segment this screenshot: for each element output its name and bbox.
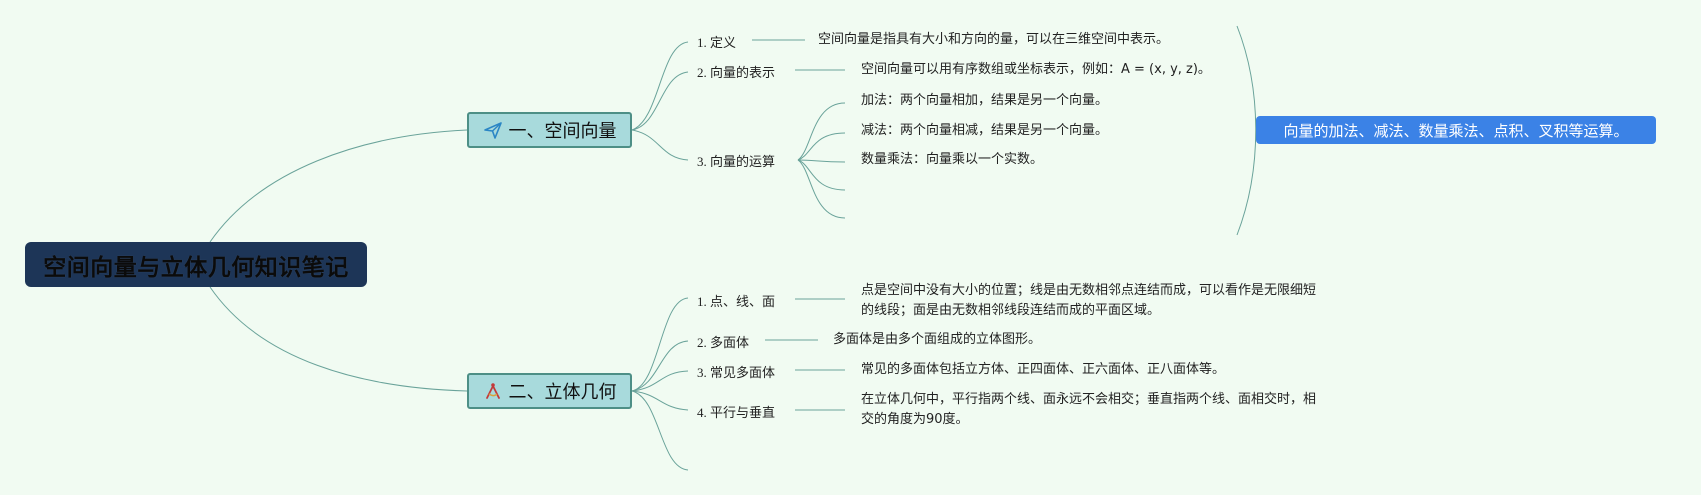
summary-text: 向量的加法、减法、数量乘法、点积、叉积等运算。: [1283, 121, 1629, 140]
link-t1-item2: [631, 71, 689, 131]
topic-space-vectors[interactable]: 一、空间向量: [467, 112, 632, 148]
summary-bracket: [1236, 25, 1257, 236]
link-t2-item3: [631, 370, 689, 392]
item-label[interactable]: 1. 点、线、面: [697, 294, 776, 309]
item-text-line: 在立体几何中，平行指两个线、面永远不会相交；垂直指两个线、面相交时，相: [861, 392, 1317, 407]
link-t2-item5: [631, 390, 689, 471]
item-text: 空间向量是指具有大小和方向的量，可以在三维空间中表示。: [818, 32, 1170, 47]
link-t2-item4: [631, 390, 689, 411]
item-text: 多面体是由多个面组成的立体图形。: [833, 332, 1042, 347]
link-t2-item1: [631, 297, 689, 392]
item-label[interactable]: 3. 常见多面体: [697, 365, 776, 380]
link-t1-sub3: [797, 159, 846, 163]
root-node[interactable]: 空间向量与立体几何知识笔记: [25, 242, 367, 287]
item-text-line: 的线段；面是由无数相邻线段连结而成的平面区域。: [861, 303, 1161, 318]
item-label[interactable]: 1. 定义: [697, 35, 737, 50]
item-label[interactable]: 2. 向量的表示: [697, 65, 776, 80]
item-label[interactable]: 3. 向量的运算: [697, 154, 776, 169]
link-t2-item2: [631, 340, 689, 392]
summary-node[interactable]: 向量的加法、减法、数量乘法、点积、叉积等运算。: [1256, 116, 1656, 144]
link-root-topic1: [209, 129, 468, 243]
paper-plane-icon: [483, 122, 502, 139]
topic-title: 一、空间向量: [508, 121, 617, 142]
subitem-text: 数量乘法：向量乘以一个实数。: [861, 152, 1044, 167]
link-t1-sub4: [797, 159, 846, 191]
item-text: 常见的多面体包括立方体、正四面体、正六面体、正八面体等。: [861, 362, 1226, 377]
link-root-topic2: [209, 286, 468, 392]
item-text-line: 交的角度为90度。: [861, 412, 969, 427]
item-label[interactable]: 2. 多面体: [697, 335, 750, 350]
item-label[interactable]: 4. 平行与垂直: [697, 405, 776, 420]
topic-solid-geometry[interactable]: 二、立体几何: [467, 373, 632, 409]
root-title: 空间向量与立体几何知识笔记: [43, 254, 349, 281]
link-t1-item3: [631, 129, 689, 161]
topic-title: 二、立体几何: [508, 382, 617, 403]
link-t1-sub5: [797, 159, 846, 219]
link-t1-item1: [631, 41, 689, 131]
item-text-line: 点是空间中没有大小的位置；线是由无数相邻点连结而成，可以看作是无限细短: [861, 283, 1317, 298]
link-t1-sub2: [797, 132, 846, 161]
drafting-compass-icon: [485, 383, 500, 399]
subitem-text: 减法：两个向量相减，结果是另一个向量。: [861, 123, 1109, 138]
subitem-text: 加法：两个向量相加，结果是另一个向量。: [861, 93, 1109, 108]
link-t1-sub1: [797, 102, 846, 161]
item-text: 空间向量可以用有序数组或坐标表示，例如：A = (x, y, z)。: [861, 62, 1211, 77]
